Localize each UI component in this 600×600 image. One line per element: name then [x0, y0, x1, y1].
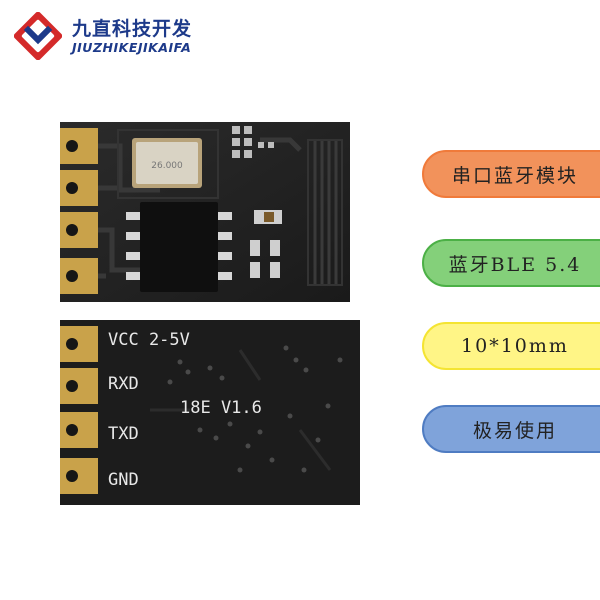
- crystal-marking: 26.000: [151, 161, 183, 171]
- brand-name-en: JIUZHIKEJIKAIFA: [72, 40, 192, 55]
- pin-label-txd: TXD: [108, 424, 139, 444]
- pin-label-gnd: GND: [108, 470, 139, 490]
- brand-logo: 九直科技开发 JIUZHIKEJIKAIFA: [14, 12, 204, 62]
- feature-tag-size: 10*10mm: [422, 322, 600, 370]
- feature-tag-easy-use: 极易使用: [422, 405, 600, 453]
- module-front-photo: 26.000: [60, 122, 350, 302]
- pin-label-rxd: RXD: [108, 374, 139, 394]
- module-back-photo: [60, 320, 360, 505]
- feature-tag-ble-version: 蓝牙BLE 5.4: [422, 239, 600, 287]
- feature-tag-serial-bluetooth: 串口蓝牙模块: [422, 150, 600, 198]
- pin-label-vcc: VCC 2-5V: [108, 330, 190, 350]
- brand-name-cn: 九直科技开发: [72, 18, 193, 40]
- brand-logo-icon: [14, 12, 62, 60]
- board-version: 18E V1.6: [180, 398, 262, 418]
